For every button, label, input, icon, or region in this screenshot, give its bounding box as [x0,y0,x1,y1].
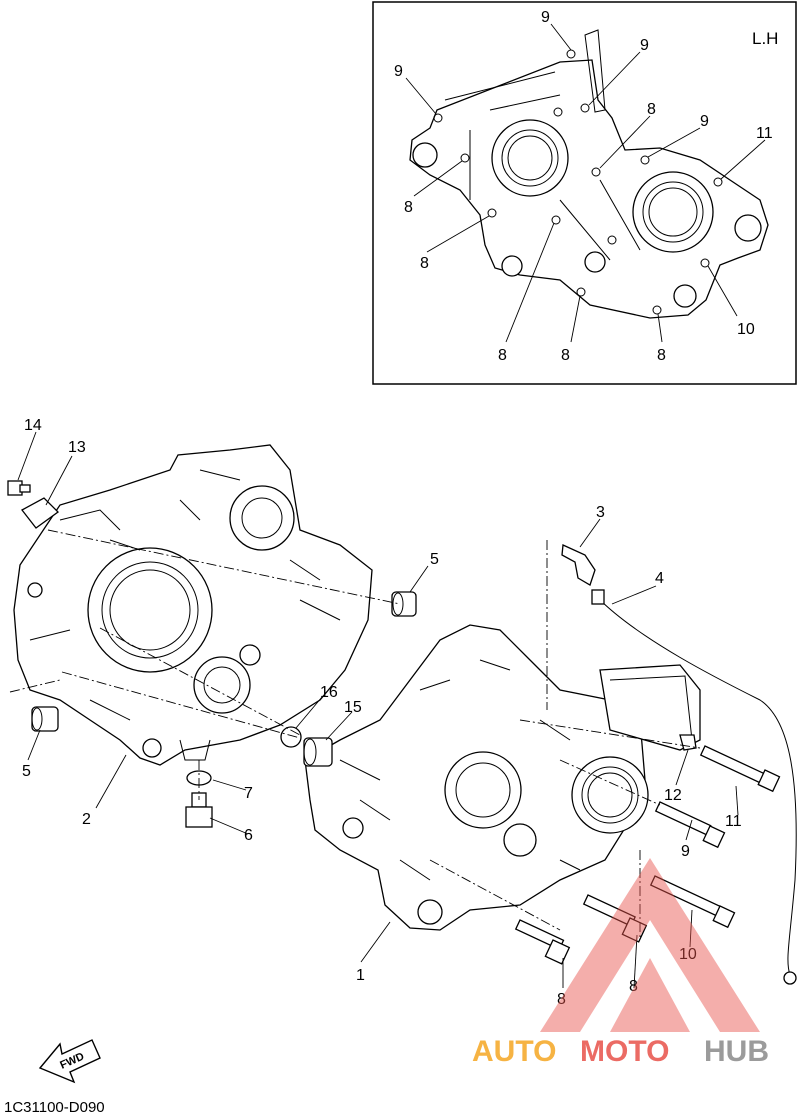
diagram-code: 1C31100-D090 [4,1099,105,1114]
inset-callout-8-bottom-2: 8 [561,347,570,364]
watermark-text-hub: HUB [704,1035,769,1068]
watermark-text-auto: AUTO [472,1035,556,1068]
hose-part-4 [597,597,797,976]
callout-part-3: 3 [596,504,605,521]
callout-part-14: 14 [24,417,42,434]
main-leaders [17,431,739,989]
plug-part-6 [185,792,213,828]
dowel-part-15 [303,737,333,767]
bolt-part-9 [654,801,726,849]
inset-callout-9-top: 9 [541,9,550,26]
dowel-part-5-left [31,706,59,732]
inset-callout-8-left-upper: 8 [404,199,413,216]
fitting-part-3 [561,544,596,586]
dowel-part-5-right [391,591,417,617]
bolt-part-14 [7,480,31,496]
callout-part-5-left: 5 [22,763,31,780]
inset-callout-8-left-lower: 8 [420,255,429,272]
oring-part-16 [280,726,302,748]
callout-part-16: 16 [320,684,338,701]
bolt-part-11 [699,745,781,793]
callout-part-6: 6 [244,827,253,844]
watermark-logo: AUTO MOTO HUB [472,858,769,1068]
callout-part-4: 4 [655,570,664,587]
callout-part-13: 13 [68,439,86,456]
bolt-part-10 [649,875,736,929]
plate-part-13 [21,497,59,529]
callout-part-8-right: 8 [629,978,638,995]
fwd-arrow: FWD [38,1039,101,1084]
left-crankcase-part-2 [13,444,373,766]
callout-part-9: 9 [681,843,690,860]
inset-callout-8-center: 8 [647,101,656,118]
callout-part-8-left: 8 [557,991,566,1008]
bolt-part-8-left [514,919,571,965]
inset-callout-8-bottom-1: 8 [498,347,507,364]
inset-callout-9-upper-right: 9 [640,37,649,54]
inset-callout-8-bottom-3: 8 [657,347,666,364]
callout-part-1: 1 [356,967,365,984]
callout-part-10: 10 [679,946,697,963]
inset-callout-11: 11 [756,125,773,142]
watermark-text-moto: MOTO [580,1035,669,1068]
callout-part-11: 11 [725,813,742,830]
assembly-centerlines [9,529,701,940]
callout-part-2: 2 [82,811,91,828]
callout-part-5-right: 5 [430,551,439,568]
inset-callout-10: 10 [737,321,755,338]
callout-part-15: 15 [344,699,362,716]
callout-part-12: 12 [664,787,682,804]
inset-title: L.H [752,29,778,48]
inset-callout-9-right: 9 [700,113,709,130]
inset-panel: L.H [372,1,797,385]
inset-callout-9-left: 9 [394,63,403,80]
right-crankcase-part-1 [304,624,701,931]
callout-part-7: 7 [244,785,253,802]
